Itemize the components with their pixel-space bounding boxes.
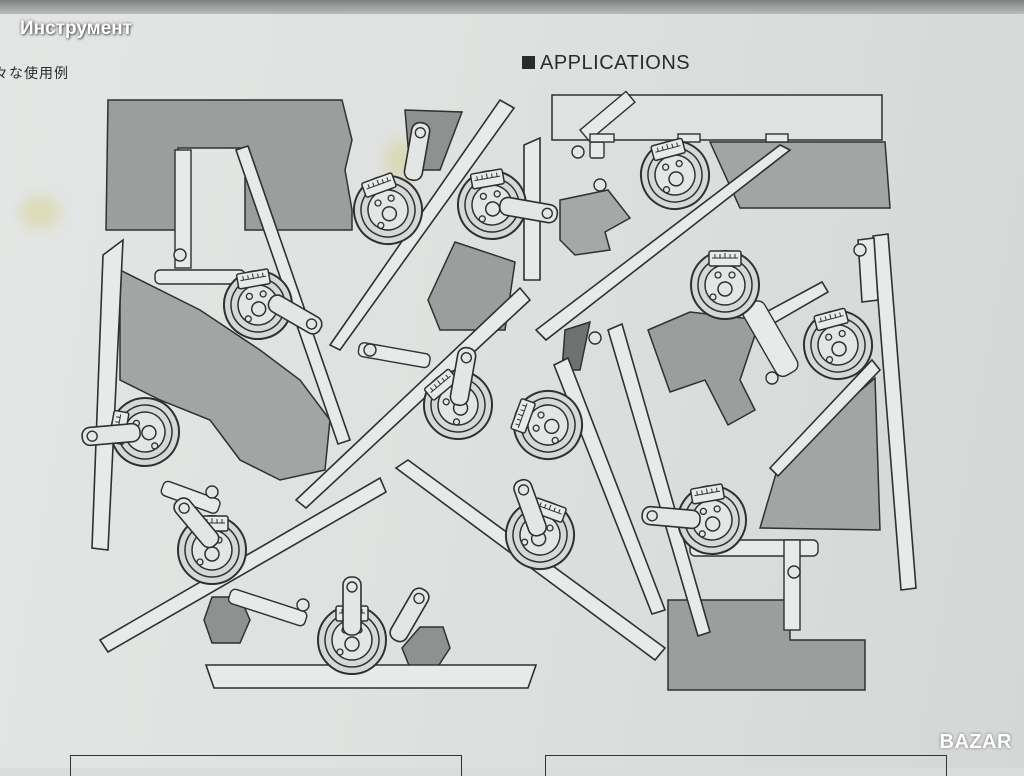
stock-bars	[154, 90, 819, 631]
square-bullet-icon	[522, 56, 535, 69]
watermark-text: Инструмент	[20, 18, 133, 39]
protractor-blades	[91, 98, 917, 689]
bottom-frame-right	[545, 755, 947, 776]
page-title-text: APPLICATIONS	[540, 52, 691, 74]
bottom-frame-left	[70, 755, 462, 776]
logo: BAZAR	[939, 731, 1012, 753]
japanese-heading: 々な使用例	[0, 66, 69, 82]
pin-circles	[173, 145, 867, 612]
page-title: APPLICATIONS	[522, 52, 690, 75]
workpiece-shapes	[105, 94, 891, 691]
paper-stain	[20, 195, 60, 229]
page-edge-shadow	[0, 0, 1024, 14]
